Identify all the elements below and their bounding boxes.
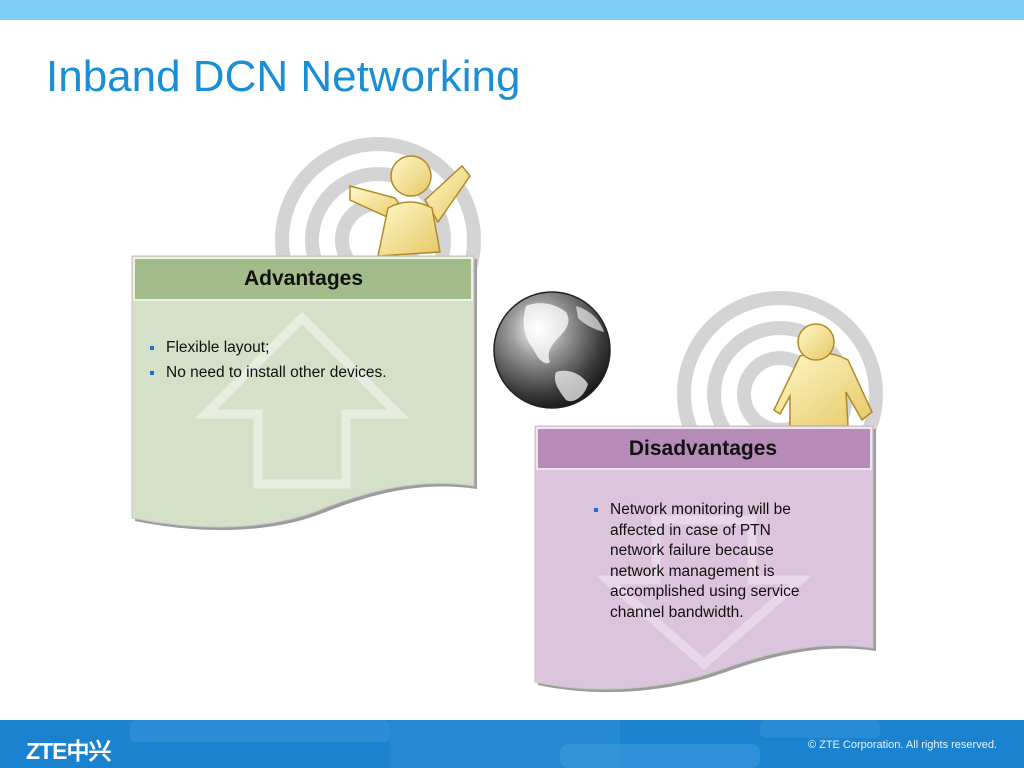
bullet-icon <box>150 370 154 375</box>
footer-decoration <box>130 720 880 768</box>
person-icon <box>773 323 873 427</box>
list-item: Flexible layout; <box>142 338 462 359</box>
up-arrow-icon <box>195 311 409 489</box>
bullet-icon <box>594 508 598 512</box>
disadvantages-list: Network monitoring will be affected in c… <box>586 500 826 623</box>
advantages-heading: Advantages <box>243 266 364 290</box>
top-bar <box>0 0 1024 20</box>
happy-person-icon <box>349 155 471 257</box>
disadvantages-card <box>534 425 876 693</box>
zte-logo: ZTE中兴 <box>26 738 111 764</box>
copyright-text: © ZTE Corporation. All rights reserved. <box>807 739 997 751</box>
globe-icon <box>493 291 611 409</box>
footer: ZTE中兴 © ZTE Corporation. All rights rese… <box>0 720 1024 768</box>
down-arrow-icon <box>596 515 812 670</box>
list-item-text: No need to install other devices. <box>166 363 387 381</box>
list-item-text: Flexible layout; <box>166 339 270 356</box>
slide-title: Inband DCN Networking <box>46 52 521 101</box>
advantages-list: Flexible layout; No need to install othe… <box>142 338 462 387</box>
advantages-card <box>131 255 477 531</box>
list-item: No need to install other devices. <box>142 363 462 384</box>
bullet-icon <box>150 346 154 350</box>
list-item: Network monitoring will be affected in c… <box>586 500 826 623</box>
disadvantages-heading: Disadvantages <box>628 436 778 460</box>
list-item-text: Network monitoring will be affected in c… <box>610 501 800 621</box>
